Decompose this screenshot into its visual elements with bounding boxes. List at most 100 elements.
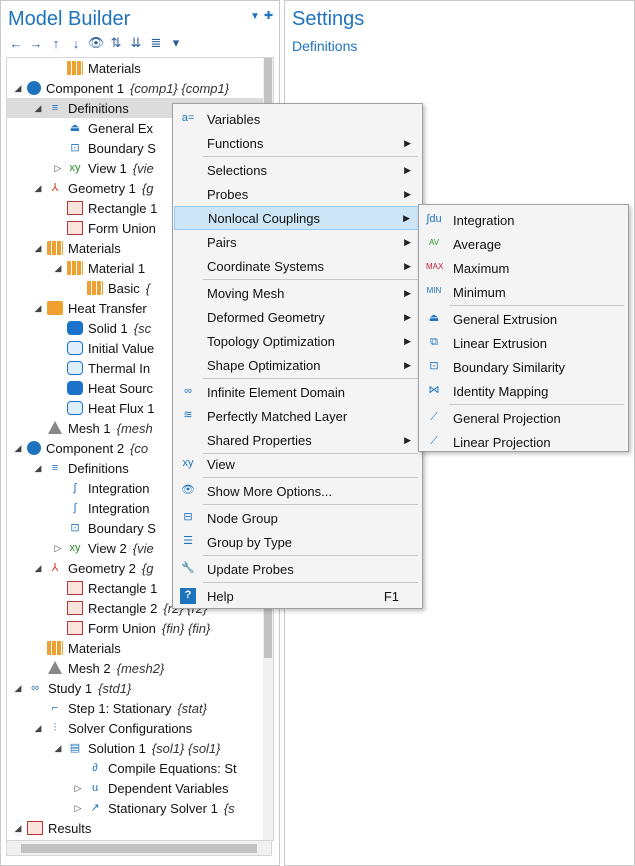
expand-arrow-icon[interactable]: ▷ bbox=[74, 802, 82, 813]
menu-item-shared-properties[interactable]: Shared Properties▶ bbox=[174, 428, 421, 452]
toolbar-dropdown-icon[interactable]: ▾ bbox=[172, 35, 180, 50]
expand-arrow-icon[interactable]: ◢ bbox=[34, 242, 42, 253]
menu-item-coordinate-systems[interactable]: Coordinate Systems▶ bbox=[174, 254, 421, 278]
tree-item-materials[interactable]: ◢Materials bbox=[7, 238, 273, 258]
show-icon[interactable]: 👁 bbox=[87, 35, 105, 50]
tree-horizontal-scroll-thumb[interactable] bbox=[21, 844, 257, 853]
menu-item-linear-extrusion[interactable]: ⧉Linear Extrusion bbox=[420, 331, 627, 355]
expand-arrow-icon[interactable]: ▷ bbox=[74, 782, 82, 793]
tree-item-results[interactable]: ◢Results bbox=[7, 818, 273, 838]
expand-arrow-icon[interactable]: ◢ bbox=[34, 182, 42, 193]
tree-item-geometry-2[interactable]: ◢⅄Geometry 2{g bbox=[7, 558, 273, 578]
menu-item-topology-optimization[interactable]: Topology Optimization▶ bbox=[174, 329, 421, 353]
tree-item-label: Basic bbox=[108, 280, 140, 296]
tree-item-heat-flux-1[interactable]: Heat Flux 1 bbox=[7, 398, 273, 418]
expand-arrow-icon[interactable]: ◢ bbox=[54, 742, 62, 753]
move-up-icon[interactable]: ↑ bbox=[52, 35, 60, 51]
pin-icon[interactable]: ✚ bbox=[264, 10, 274, 22]
tree-item-stationary-solver-1[interactable]: ▷↗Stationary Solver 1{s bbox=[7, 798, 273, 818]
tree-item-mesh-2[interactable]: Mesh 2{mesh2} bbox=[7, 658, 273, 678]
tree-item-integration[interactable]: ∫Integration bbox=[7, 498, 273, 518]
tree-item-definitions[interactable]: ◢≡Definitions bbox=[7, 458, 273, 478]
menu-item-variables[interactable]: a=Variables bbox=[174, 107, 421, 131]
back-arrow-icon[interactable]: ← bbox=[9, 35, 23, 51]
tree-item-solver-configurations[interactable]: ◢⫶Solver Configurations bbox=[7, 718, 273, 738]
tree-item-general-ex[interactable]: ⏏General Ex bbox=[7, 118, 273, 138]
menu-item-boundary-similarity[interactable]: ⊡Boundary Similarity bbox=[420, 355, 627, 379]
tree-item-initial-value[interactable]: Initial Value bbox=[7, 338, 273, 358]
expand-arrow-icon[interactable]: ◢ bbox=[54, 262, 62, 273]
tree-item-geometry-1[interactable]: ◢⅄Geometry 1{g bbox=[7, 178, 273, 198]
expand-arrow-icon[interactable]: ▷ bbox=[54, 162, 62, 173]
menu-item-infinite-element-domain[interactable]: ∞Infinite Element Domain bbox=[174, 380, 421, 404]
tree-horizontal-scrollbar[interactable] bbox=[6, 840, 272, 856]
menu-item-identity-mapping[interactable]: ⋈Identity Mapping bbox=[420, 379, 627, 403]
tree-item-component-2[interactable]: ◢Component 2{co bbox=[7, 438, 273, 458]
tree-item-basic[interactable]: Basic{ bbox=[7, 278, 273, 298]
menu-item-group-by-type[interactable]: ☰Group by Type bbox=[174, 530, 421, 554]
menu-item-shape-optimization[interactable]: Shape Optimization▶ bbox=[174, 353, 421, 377]
tree-item-integration[interactable]: ∫Integration bbox=[7, 478, 273, 498]
group-icon[interactable]: ≣ bbox=[150, 35, 162, 50]
menu-item-probes[interactable]: Probes▶ bbox=[174, 182, 421, 206]
menu-item-deformed-geometry[interactable]: Deformed Geometry▶ bbox=[174, 305, 421, 329]
menu-item-general-extrusion[interactable]: ⏏General Extrusion bbox=[420, 307, 627, 331]
expand-arrow-icon[interactable]: ◢ bbox=[34, 462, 42, 473]
expand-arrow-icon[interactable]: ◢ bbox=[14, 82, 22, 93]
expand-icon[interactable]: ⇊ bbox=[130, 35, 142, 50]
expand-arrow-icon[interactable]: ◢ bbox=[34, 722, 42, 733]
menu-item-show-more-options[interactable]: 👁Show More Options... bbox=[174, 479, 421, 503]
menu-item-linear-projection[interactable]: ⟋Linear Projection bbox=[420, 430, 627, 454]
expand-arrow-icon[interactable]: ◢ bbox=[34, 302, 42, 313]
tree-item-boundary-s[interactable]: ⊡Boundary S bbox=[7, 138, 273, 158]
menu-item-pairs[interactable]: Pairs▶ bbox=[174, 230, 421, 254]
panel-dropdown-icon[interactable]: ▼ bbox=[250, 11, 260, 22]
menu-item-moving-mesh[interactable]: Moving Mesh▶ bbox=[174, 281, 421, 305]
tree-item-thermal-in[interactable]: Thermal In bbox=[7, 358, 273, 378]
tree-item-materials[interactable]: Materials bbox=[7, 58, 273, 78]
tree-item-rectangle-1[interactable]: Rectangle 1 bbox=[7, 578, 273, 598]
expand-arrow-icon[interactable]: ◢ bbox=[14, 682, 22, 693]
menu-item-selections[interactable]: Selections▶ bbox=[174, 158, 421, 182]
tree-item-rectangle-1[interactable]: Rectangle 1 bbox=[7, 198, 273, 218]
move-down-icon[interactable]: ↓ bbox=[72, 35, 80, 51]
tree-item-materials[interactable]: Materials bbox=[7, 638, 273, 658]
menu-item-functions[interactable]: Functions▶ bbox=[174, 131, 421, 155]
expand-arrow-icon[interactable]: ◢ bbox=[14, 442, 22, 453]
menu-item-nonlocal-couplings[interactable]: Nonlocal Couplings▶ bbox=[174, 206, 421, 230]
tree-item-compile-equations-st[interactable]: ∂Compile Equations: St bbox=[7, 758, 273, 778]
tree-item-solid-1[interactable]: Solid 1{sc bbox=[7, 318, 273, 338]
tree-item-solution-1[interactable]: ◢▤Solution 1{sol1} {sol1} bbox=[7, 738, 273, 758]
expand-arrow-icon[interactable]: ◢ bbox=[34, 102, 42, 113]
tree-item-mesh-1[interactable]: Mesh 1{mesh bbox=[7, 418, 273, 438]
menu-item-label: Linear Projection bbox=[453, 434, 551, 450]
collapse-icon[interactable]: ⇅ bbox=[110, 35, 122, 50]
tree-item-component-1[interactable]: ◢Component 1{comp1} {comp1} bbox=[7, 78, 273, 98]
tree-item-study-1[interactable]: ◢∞Study 1{std1} bbox=[7, 678, 273, 698]
expand-arrow-icon[interactable]: ◢ bbox=[34, 562, 42, 573]
tree-item-material-1[interactable]: ◢Material 1 bbox=[7, 258, 273, 278]
tree-item-form-union[interactable]: Form Union bbox=[7, 218, 273, 238]
expand-arrow-icon[interactable]: ◢ bbox=[14, 822, 22, 833]
menu-item-node-group[interactable]: ⊟Node Group bbox=[174, 506, 421, 530]
tree-item-boundary-s[interactable]: ⊡Boundary S bbox=[7, 518, 273, 538]
tree-item-heat-transfer[interactable]: ◢Heat Transfer bbox=[7, 298, 273, 318]
menu-item-update-probes[interactable]: 🔧Update Probes bbox=[174, 557, 421, 581]
tree-item-step-1-stationary[interactable]: ⌐Step 1: Stationary{stat} bbox=[7, 698, 273, 718]
view-icon: xy bbox=[182, 457, 194, 469]
menu-item-perfectly-matched-layer[interactable]: ≋Perfectly Matched Layer bbox=[174, 404, 421, 428]
menu-item-general-projection[interactable]: ⟋General Projection bbox=[420, 406, 627, 430]
forward-arrow-icon[interactable]: → bbox=[29, 35, 43, 51]
tree-item-form-union[interactable]: Form Union{fin} {fin} bbox=[7, 618, 273, 638]
expand-arrow-icon[interactable]: ▷ bbox=[54, 542, 62, 553]
tree-item-heat-sourc[interactable]: Heat Sourc bbox=[7, 378, 273, 398]
